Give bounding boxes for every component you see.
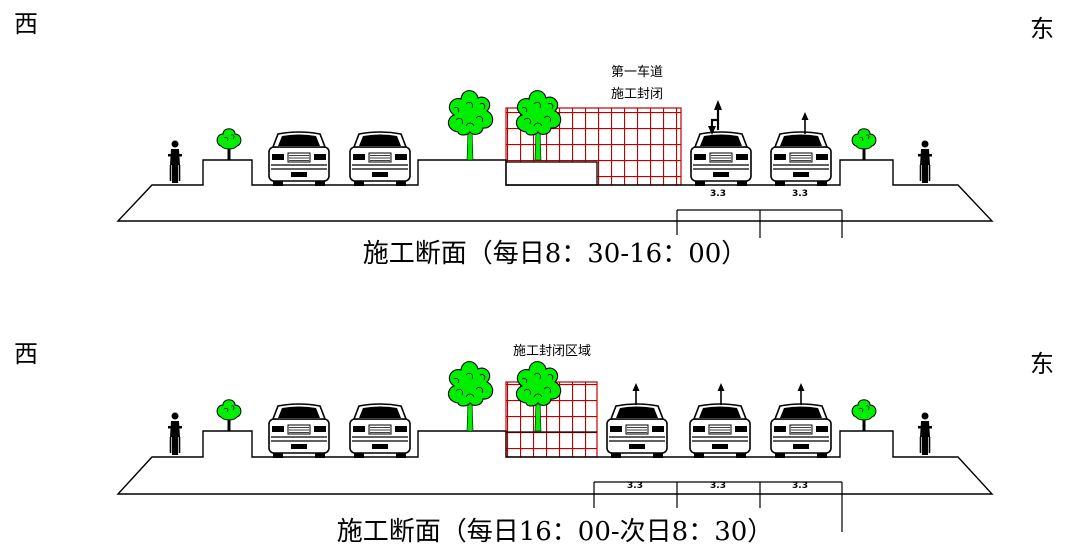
car-icon (690, 131, 752, 187)
section-title: 施工断面（每日8：30-16：00） (363, 239, 748, 269)
car-icon (770, 403, 832, 459)
section-1: 西 东 第一车道 施工封闭 3.3 3.3 施工断面（每日8：30-16：00） (14, 10, 1054, 269)
bicycle-icon (917, 139, 933, 184)
section-2: 西 东 施工封闭区域 3.3 3.3 3.3 施工断面（每日16：00-次日8：… (14, 340, 1054, 547)
bicycle-icon (917, 411, 933, 456)
car-icon (268, 403, 330, 459)
lane-width-label: 3.3 (792, 189, 808, 199)
median-box (505, 161, 598, 186)
bicycle-icon (167, 139, 183, 184)
bicycle-icon (167, 411, 183, 456)
lane-width-label: 3.3 (627, 481, 643, 491)
shrub-icon (216, 128, 242, 161)
tree-icon (447, 90, 494, 161)
car-icon (606, 403, 668, 459)
west-label: 西 (14, 10, 38, 38)
arrow-up-icon (631, 382, 641, 406)
shrub-icon (216, 399, 242, 432)
zone-label: 施工封闭区域 (513, 344, 591, 359)
west-label: 西 (14, 340, 38, 368)
arrow-up-icon (716, 382, 726, 406)
east-label: 东 (1030, 15, 1054, 43)
section-title: 施工断面（每日16：00-次日8：30） (337, 517, 774, 547)
road-surface-outline (116, 159, 994, 222)
car-icon (349, 131, 411, 187)
zone-label-line-2: 施工封闭 (611, 87, 663, 102)
lane-width-label: 3.3 (710, 481, 726, 491)
car-icon (770, 131, 832, 187)
dimension-line (593, 481, 843, 532)
zone-label-line-1: 第一车道 (611, 64, 663, 80)
dimension-line (676, 209, 843, 238)
shrub-icon (851, 399, 877, 432)
car-icon (349, 403, 411, 459)
car-icon (268, 131, 330, 187)
shrub-icon (851, 128, 877, 161)
lane-width-label: 3.3 (792, 481, 808, 491)
road-surface-outline (116, 430, 994, 495)
arrow-up-icon (796, 382, 806, 406)
arrow-straight-left-icon (706, 98, 724, 137)
tree-icon (447, 361, 494, 432)
car-icon (689, 403, 751, 459)
east-label: 东 (1030, 350, 1054, 378)
lane-width-label: 3.3 (710, 189, 726, 199)
arrow-up-icon (800, 111, 810, 135)
